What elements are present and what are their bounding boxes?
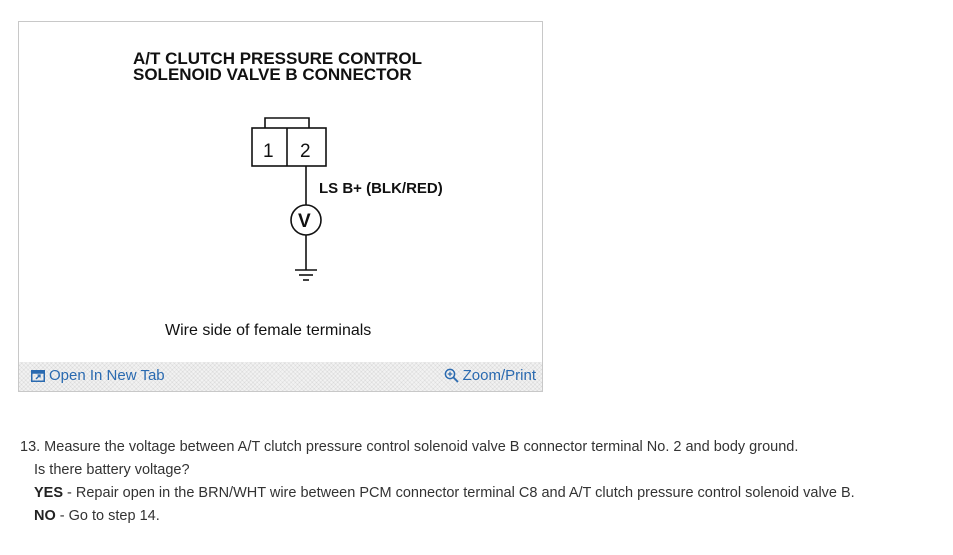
open-new-tab-label: Open In New Tab (49, 367, 165, 384)
zoom-icon (444, 368, 459, 383)
figure-toolbar: Open In New Tab Zoom/Print (19, 362, 542, 391)
step-no-row: NO - Go to step 14. (20, 505, 940, 528)
step-instructions: 13. Measure the voltage between A/T clut… (20, 436, 940, 528)
open-new-tab-link[interactable]: Open In New Tab (31, 367, 165, 384)
connector-shape (251, 117, 327, 167)
figure-box: A/T CLUTCH PRESSURE CONTROL SOLENOID VAL… (18, 21, 543, 392)
open-tab-icon (31, 369, 45, 382)
step-question: Is there battery voltage? (34, 462, 190, 478)
diagram-title-line1: A/T CLUTCH PRESSURE CONTROL (133, 49, 422, 68)
wire-label: LS B+ (BLK/RED) (319, 180, 443, 197)
yes-label: YES (34, 485, 64, 501)
yes-text: - Repair open in the BRN/WHT wire betwee… (63, 485, 855, 501)
zoom-print-label: Zoom/Print (462, 367, 536, 384)
connector-diagram: A/T CLUTCH PRESSURE CONTROL SOLENOID VAL… (19, 22, 542, 367)
diagram-caption: Wire side of female terminals (165, 322, 371, 339)
diagram-title-line2: SOLENOID VALVE B CONNECTOR (133, 65, 412, 84)
voltmeter-symbol: V (298, 211, 311, 232)
connector-pin-1: 1 (263, 141, 274, 162)
connector-pin-2: 2 (300, 141, 311, 162)
step-text: 13. Measure the voltage between A/T clut… (20, 439, 799, 455)
ground-icon (295, 269, 317, 281)
no-label: NO (34, 508, 56, 524)
voltmeter-icon: V (290, 204, 322, 236)
no-text: - Go to step 14. (55, 508, 160, 524)
zoom-print-link[interactable]: Zoom/Print (444, 367, 536, 384)
step-yes-row: YES - Repair open in the BRN/WHT wire be… (20, 482, 940, 505)
